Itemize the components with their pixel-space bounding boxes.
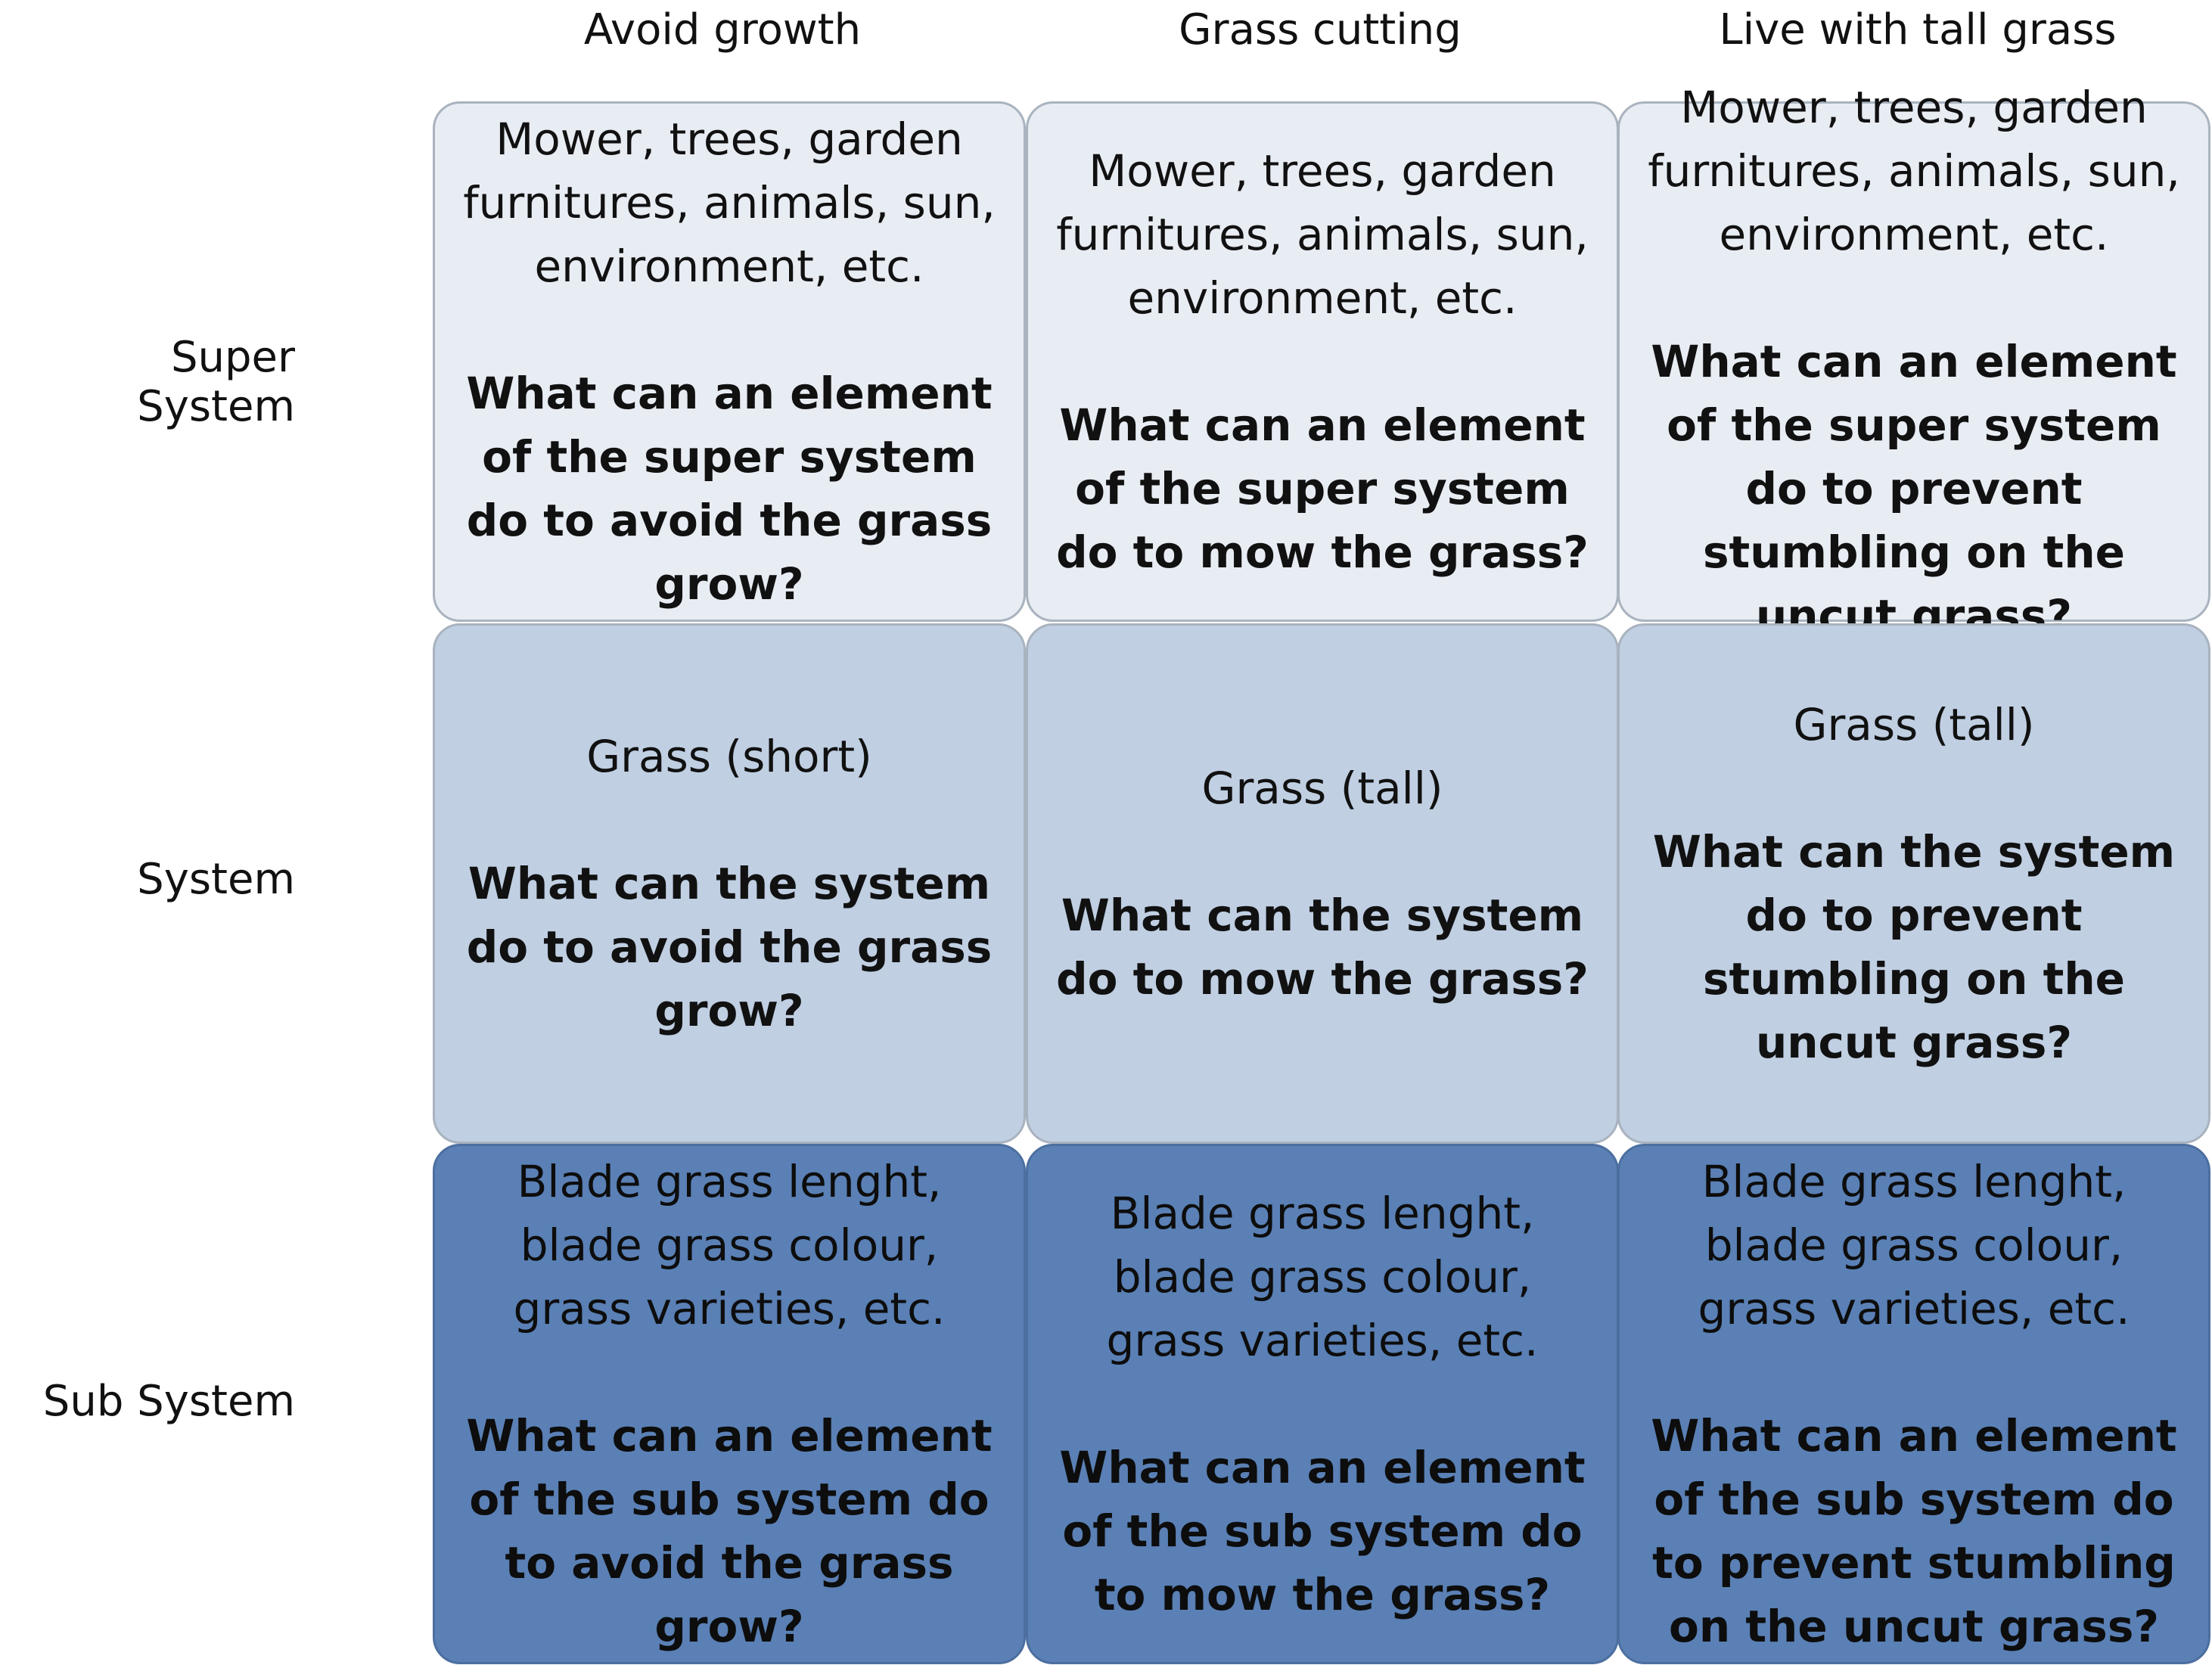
cell-description: Mower, trees, garden furnitures, animals… — [1648, 82, 2180, 260]
cell-question: What can an element of the sub system do… — [1651, 1410, 2177, 1652]
cell-question: What can an element of the sub system do… — [466, 1410, 993, 1652]
row-label-system: System — [137, 855, 295, 904]
cell-question: What can the system do to mow the grass? — [1056, 890, 1589, 1005]
cell-question: What can the system do to avoid the gras… — [466, 858, 993, 1036]
cell-description: Grass (tall) — [1201, 763, 1443, 814]
column-header-avoid-growth: Avoid growth — [583, 5, 862, 54]
cell-super-system-avoid-growth: Mower, trees, garden furnitures, animals… — [433, 101, 1026, 622]
cell-description: Mower, trees, garden furnitures, animals… — [463, 113, 996, 292]
row-label-sub-system: Sub System — [42, 1377, 295, 1426]
cell-question: What can an element of the super system … — [1651, 336, 2177, 641]
row-label-super-system: Super System — [137, 333, 295, 431]
cell-description: Blade grass lenght, blade grass colour, … — [1106, 1188, 1539, 1366]
cell-description: Grass (tall) — [1793, 699, 2035, 750]
cell-sub-system-avoid-growth: Blade grass lenght, blade grass colour, … — [433, 1144, 1026, 1664]
cell-system-live-with-tall-grass: Grass (tall) What can the system do to p… — [1617, 623, 2210, 1144]
cell-question: What can an element of the super system … — [1056, 399, 1589, 578]
cell-super-system-live-with-tall-grass: Mower, trees, garden furnitures, animals… — [1617, 82, 2210, 641]
cell-super-system-grass-cutting: Mower, trees, garden furnitures, animals… — [1026, 101, 1619, 622]
cell-description: Blade grass lenght, blade grass colour, … — [1698, 1156, 2130, 1334]
cell-description: Blade grass lenght, blade grass colour, … — [513, 1156, 946, 1334]
cell-description: Mower, trees, garden furnitures, animals… — [1056, 145, 1589, 324]
cell-question: What can the system do to prevent stumbl… — [1652, 826, 2176, 1068]
cell-question: What can an element of the sub system do… — [1059, 1442, 1586, 1620]
cell-system-grass-cutting: Grass (tall) What can the system do to m… — [1026, 623, 1619, 1144]
column-header-grass-cutting: Grass cutting — [1179, 5, 1462, 54]
column-header-live-with-tall-grass: Live with tall grass — [1719, 5, 2117, 54]
cell-description: Grass (short) — [586, 731, 872, 782]
cell-question: What can an element of the super system … — [466, 368, 993, 610]
cell-system-avoid-growth: Grass (short) What can the system do to … — [433, 623, 1026, 1144]
cell-sub-system-grass-cutting: Blade grass lenght, blade grass colour, … — [1026, 1144, 1619, 1664]
cell-sub-system-live-with-tall-grass: Blade grass lenght, blade grass colour, … — [1617, 1144, 2210, 1664]
